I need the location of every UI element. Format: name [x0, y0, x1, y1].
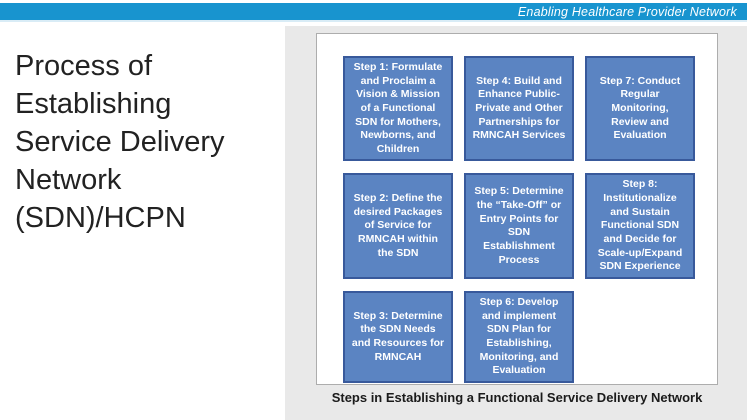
- page-title: Process of Establishing Service Delivery…: [15, 47, 290, 237]
- page-title-line: Service Delivery: [15, 126, 225, 158]
- step-box-6: Step 6: Develop and implement SDN Plan f…: [464, 290, 574, 383]
- content-panel: Step 1: Formulate and Proclaim a Vision …: [316, 33, 718, 385]
- step-box-4: Step 4: Build and Enhance Public-Private…: [464, 56, 574, 162]
- step-box-2: Step 2: Define the desired Packages of S…: [343, 173, 453, 279]
- header-bar-underline: [0, 20, 747, 22]
- step-box-7: Step 7: Conduct Regular Monitoring, Revi…: [585, 56, 695, 162]
- page-title-line: Establishing: [15, 88, 172, 120]
- step-box-5: Step 5: Determine the “Take-Off” or Entr…: [464, 173, 574, 279]
- page-title-line: Network: [15, 164, 122, 196]
- step-box-1: Step 1: Formulate and Proclaim a Vision …: [343, 56, 453, 162]
- page-title-line: Process of: [15, 50, 152, 82]
- header-title: Enabling Healthcare Provider Network: [517, 4, 737, 19]
- step-box-8: Step 8: Institutionalize and Sustain Fun…: [585, 173, 695, 279]
- steps-grid: Step 1: Formulate and Proclaim a Vision …: [343, 56, 695, 383]
- panel-caption: Steps in Establishing a Functional Servi…: [331, 390, 703, 405]
- header-bar: Enabling Healthcare Provider Network: [0, 3, 747, 20]
- page-title-line: (SDN)/HCPN: [15, 202, 186, 234]
- step-box-3: Step 3: Determine the SDN Needs and Reso…: [343, 290, 453, 383]
